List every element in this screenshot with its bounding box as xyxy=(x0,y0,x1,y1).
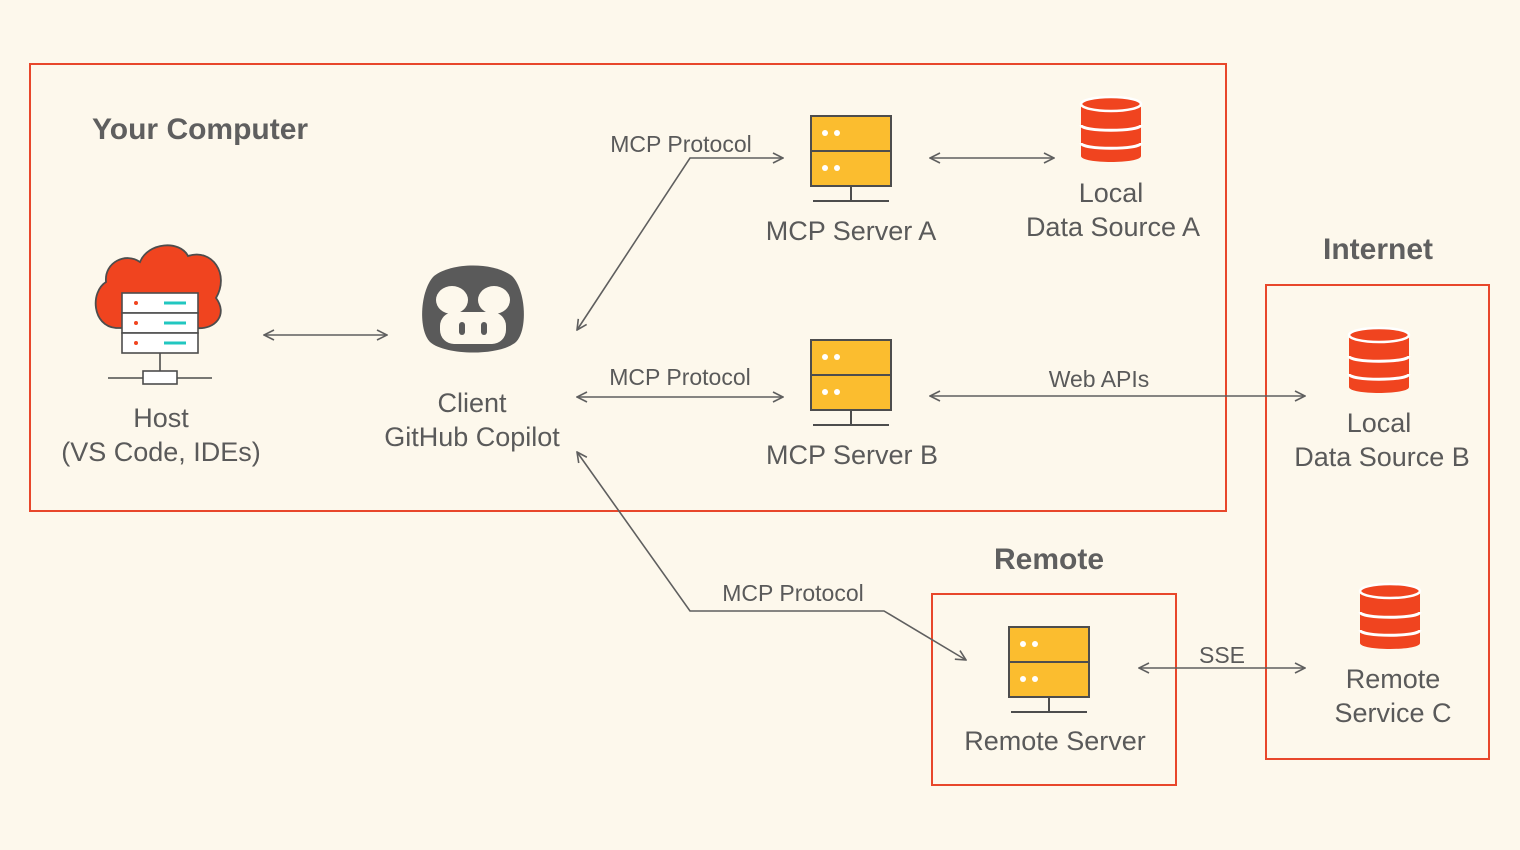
mcp-server-a-label: MCP Server A xyxy=(766,216,937,246)
client-server-a-protocol-label: MCP Protocol xyxy=(610,131,751,157)
server-icon xyxy=(1008,626,1090,713)
sse-label: SSE xyxy=(1199,642,1245,668)
remote-boundary xyxy=(931,593,1177,786)
database-icon xyxy=(1358,582,1422,651)
local-data-source-b-label: Local xyxy=(1347,408,1412,438)
server-icon xyxy=(810,115,892,202)
local-data-source-a-sublabel: Data Source A xyxy=(1026,212,1200,242)
remote-server-node: Remote Server xyxy=(964,626,1146,756)
cloud-server-icon xyxy=(94,244,222,385)
host-label: Host xyxy=(133,403,189,433)
local-data-source-a-label: Local xyxy=(1079,178,1144,208)
client-label: Client xyxy=(437,388,507,418)
local-data-source-b-sublabel: Data Source B xyxy=(1294,442,1470,472)
client-sublabel: GitHub Copilot xyxy=(384,422,560,452)
mcp-server-b-node: MCP Server B xyxy=(766,339,938,470)
host-sublabel: (VS Code, IDEs) xyxy=(61,437,261,467)
client-server-a-connector xyxy=(577,158,783,330)
local-data-source-b-node: Local Data Source B xyxy=(1294,326,1470,472)
database-icon xyxy=(1347,326,1411,395)
database-icon xyxy=(1079,95,1143,164)
local-data-source-a-node: Local Data Source A xyxy=(1026,95,1200,242)
client-node: Client GitHub Copilot xyxy=(384,265,560,452)
mcp-server-b-label: MCP Server B xyxy=(766,440,938,470)
remote-server-label: Remote Server xyxy=(964,726,1146,756)
client-remote-server-connector xyxy=(577,452,966,660)
client-remote-server-protocol-label: MCP Protocol xyxy=(722,580,863,606)
copilot-icon xyxy=(422,265,524,353)
internet-boundary xyxy=(1265,284,1490,760)
group-title-your-computer: Your Computer xyxy=(92,113,308,146)
remote-service-c-node: Remote Service C xyxy=(1334,582,1452,728)
group-title-remote: Remote xyxy=(994,543,1104,576)
mcp-server-a-node: MCP Server A xyxy=(766,115,937,246)
web-apis-label: Web APIs xyxy=(1049,366,1150,392)
server-icon xyxy=(810,339,892,426)
remote-service-c-label: Remote xyxy=(1346,664,1441,694)
remote-service-c-sublabel: Service C xyxy=(1334,698,1451,728)
group-title-internet: Internet xyxy=(1323,233,1433,266)
client-server-b-protocol-label: MCP Protocol xyxy=(609,364,750,390)
host-node: Host (VS Code, IDEs) xyxy=(61,244,261,467)
